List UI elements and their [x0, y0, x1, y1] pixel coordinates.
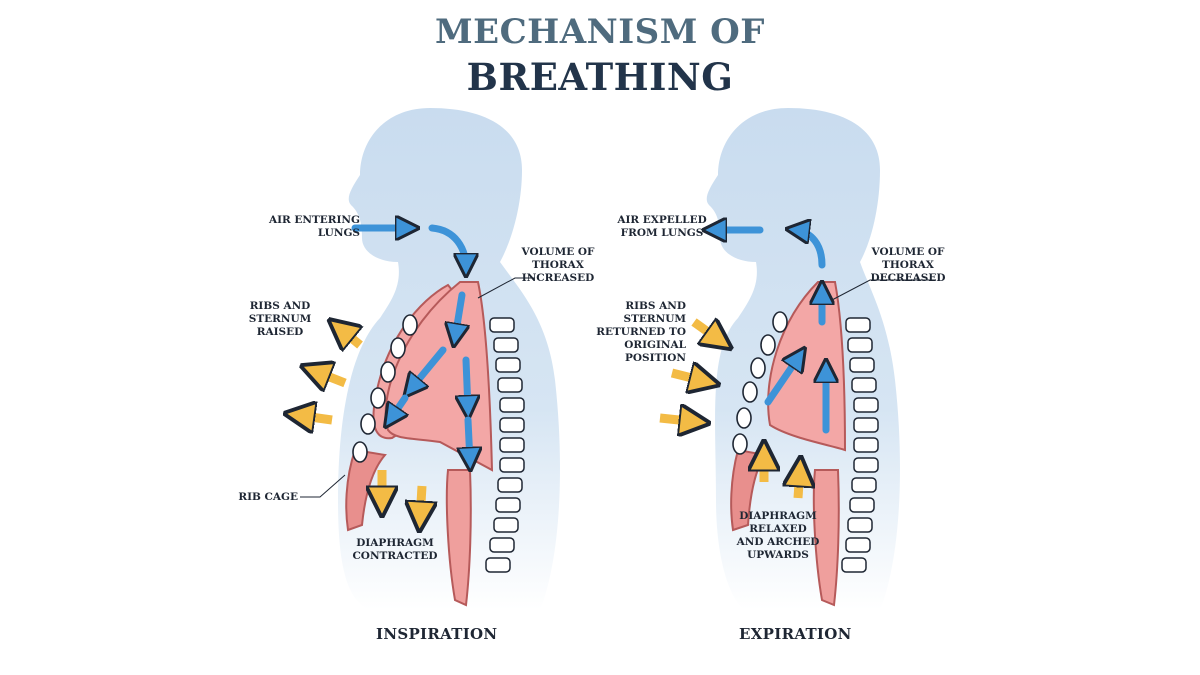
- label-rib-cage: RIB CAGE: [238, 491, 298, 503]
- air-arrows-right: [712, 230, 826, 434]
- spine-left: [485, 317, 525, 573]
- air-lung-arrow-3: [390, 394, 405, 420]
- rib-arrow-1: [338, 327, 360, 345]
- air-lung-arrow-2: [410, 346, 447, 390]
- rib-arrow-in-2: [670, 373, 708, 382]
- leader-lines-right: [831, 279, 935, 301]
- spine-right: [841, 317, 879, 573]
- label-air-expelled: AIR EXPELLED FROM LUNGS: [617, 214, 707, 239]
- trachea-right: [812, 469, 840, 607]
- label-ribs-raised: RIBS AND STERNUM RAISED: [248, 300, 312, 338]
- rib-arrow-in-1: [691, 322, 722, 342]
- rib-arrows-right: [659, 322, 722, 422]
- label-volume-decreased: VOLUME OF THORAX DECREASED: [870, 246, 946, 284]
- label-diaphragm-relaxed: DIAPHRAGM RELAXED AND ARCHED UPWARDS: [736, 510, 820, 561]
- heading-expiration: EXPIRATION: [739, 625, 852, 643]
- label-diaphragm-contracted: DIAPHRAGM CONTRACTED: [352, 537, 438, 562]
- air-lung-arrow-up-2: [764, 355, 800, 406]
- rib-cage-left: [352, 314, 418, 463]
- label-air-entering: AIR ENTERING LUNGS: [268, 214, 360, 239]
- diaphragm-left: [345, 448, 387, 532]
- air-up-arrow: [795, 230, 826, 269]
- title-line-1: MECHANISM OF: [435, 12, 765, 52]
- air-lung-arrow-4: [466, 356, 468, 410]
- air-arrows-left: [351, 224, 470, 462]
- rib-arrow-in-3: [659, 418, 698, 422]
- diaphragm-arrows-right: [764, 452, 800, 499]
- rib-arrow-3: [296, 415, 333, 420]
- diaphragm-arrow-up-2: [798, 468, 800, 499]
- expiration-figure: [659, 108, 935, 610]
- rib-arrow-2: [312, 370, 347, 383]
- leader-lines-left: [300, 277, 535, 498]
- diaphragm-arrows-left: [382, 470, 422, 520]
- air-lung-arrow-5: [468, 416, 470, 462]
- title-line-2: BREATHING: [466, 55, 734, 99]
- heading-inspiration: INSPIRATION: [376, 625, 498, 643]
- rib-cage-right: [732, 311, 788, 455]
- air-lung-arrow-1: [455, 291, 462, 338]
- label-volume-increased: VOLUME OF THORAX INCREASED: [521, 246, 595, 284]
- label-ribs-returned: RIBS AND STERNUM RETURNED TO ORIGINAL PO…: [596, 300, 686, 364]
- inspiration-figure: [296, 108, 560, 610]
- diaphragm-arrow-2: [420, 485, 422, 520]
- rib-arrows-left: [296, 327, 360, 420]
- air-down-arrow: [428, 224, 466, 268]
